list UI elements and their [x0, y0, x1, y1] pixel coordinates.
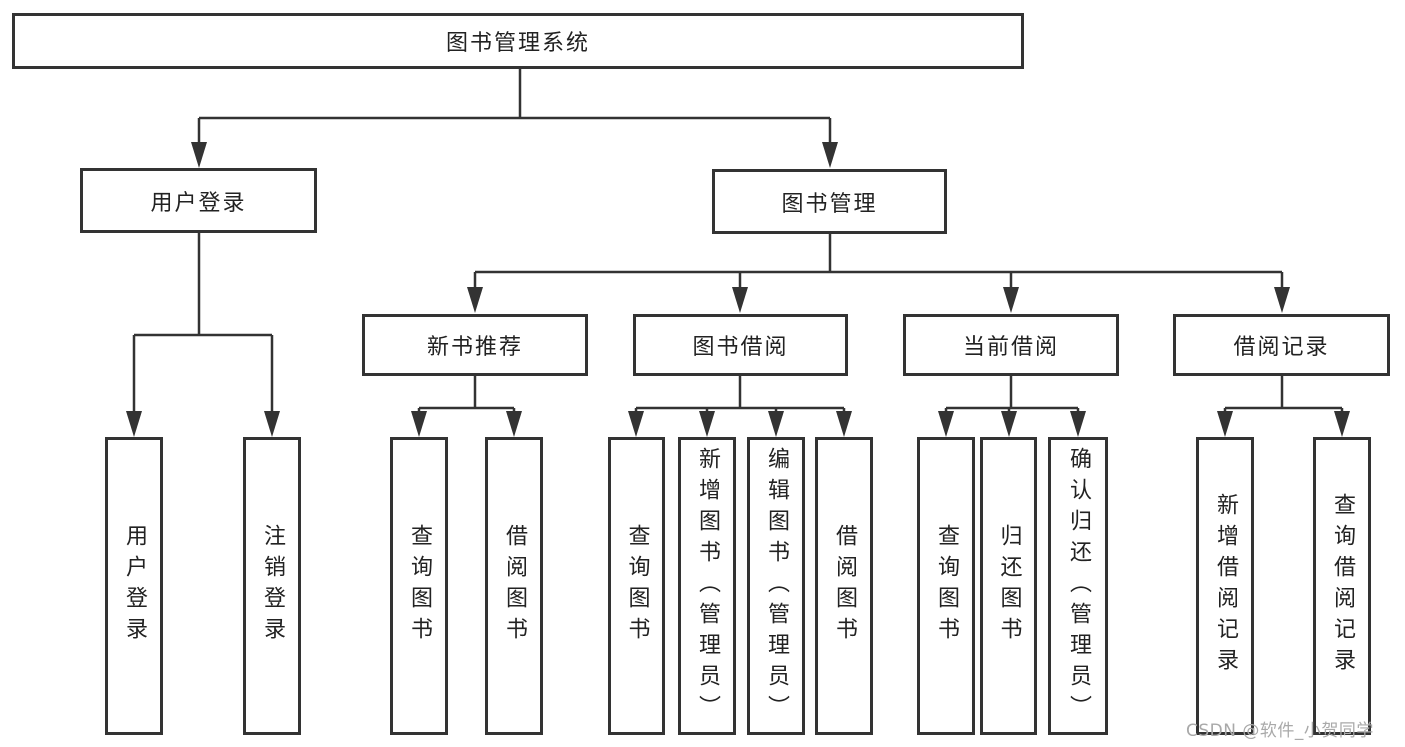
node-leaf-bb-edit-books-admin-label: 编辑图书（管理员）: [764, 446, 789, 726]
node-book-mgmt-label: 图书管理: [781, 191, 878, 217]
node-leaf-cb-confirm-return-admin-label: 确认归还（管理员）: [1066, 446, 1091, 726]
node-leaf-cb-query-books: 查询图书: [917, 437, 975, 735]
node-leaf-bb-query-books: 查询图书: [608, 437, 665, 735]
node-leaf-bb-add-books-admin: 新增图书（管理员）: [678, 437, 736, 735]
node-user-login: 用户登录: [80, 168, 317, 233]
node-current-borrow: 当前借阅: [903, 314, 1119, 376]
node-user-login-label: 用户登录: [150, 190, 247, 216]
node-leaf-bb-borrow-books-label: 借阅图书: [832, 524, 857, 648]
node-leaf-nbr-query-books-label: 查询图书: [407, 524, 432, 648]
csdn-watermark: CSDN @软件_小贺同学: [1186, 721, 1374, 741]
node-leaf-nbr-query-books: 查询图书: [390, 437, 448, 735]
node-leaf-br-add-record-label: 新增借阅记录: [1213, 493, 1238, 679]
node-leaf-logout-label: 注销登录: [260, 524, 285, 648]
node-root: 图书管理系统: [12, 13, 1024, 69]
node-new-book-rec: 新书推荐: [362, 314, 588, 376]
node-borrow-records-label: 借阅记录: [1233, 335, 1330, 360]
arrowheads: [126, 142, 1350, 437]
node-leaf-bb-borrow-books: 借阅图书: [815, 437, 873, 735]
node-leaf-br-query-record: 查询借阅记录: [1313, 437, 1371, 735]
node-current-borrow-label: 当前借阅: [962, 335, 1059, 360]
node-leaf-login-label: 用户登录: [122, 524, 147, 648]
node-book-mgmt: 图书管理: [712, 169, 947, 234]
node-leaf-bb-query-books-label: 查询图书: [624, 524, 650, 648]
node-leaf-bb-edit-books-admin: 编辑图书（管理员）: [747, 437, 805, 735]
node-root-label: 图书管理系统: [445, 31, 590, 56]
node-book-borrow: 图书借阅: [633, 314, 848, 376]
node-leaf-bb-add-books-admin-label: 新增图书（管理员）: [695, 446, 720, 726]
node-leaf-cb-confirm-return-admin: 确认归还（管理员）: [1048, 437, 1108, 735]
node-leaf-cb-query-books-label: 查询图书: [934, 524, 959, 648]
node-new-book-rec-label: 新书推荐: [426, 335, 523, 360]
node-borrow-records: 借阅记录: [1173, 314, 1390, 376]
node-leaf-br-add-record: 新增借阅记录: [1196, 437, 1254, 735]
node-leaf-nbr-borrow-books-label: 借阅图书: [502, 524, 527, 648]
node-leaf-logout: 注销登录: [243, 437, 301, 735]
node-leaf-login: 用户登录: [105, 437, 163, 735]
node-leaf-nbr-borrow-books: 借阅图书: [485, 437, 543, 735]
node-book-borrow-label: 图书借阅: [692, 335, 789, 360]
node-leaf-br-query-record-label: 查询借阅记录: [1330, 493, 1355, 679]
node-leaf-cb-return-books-label: 归还图书: [996, 524, 1022, 648]
node-leaf-cb-return-books: 归还图书: [980, 437, 1037, 735]
